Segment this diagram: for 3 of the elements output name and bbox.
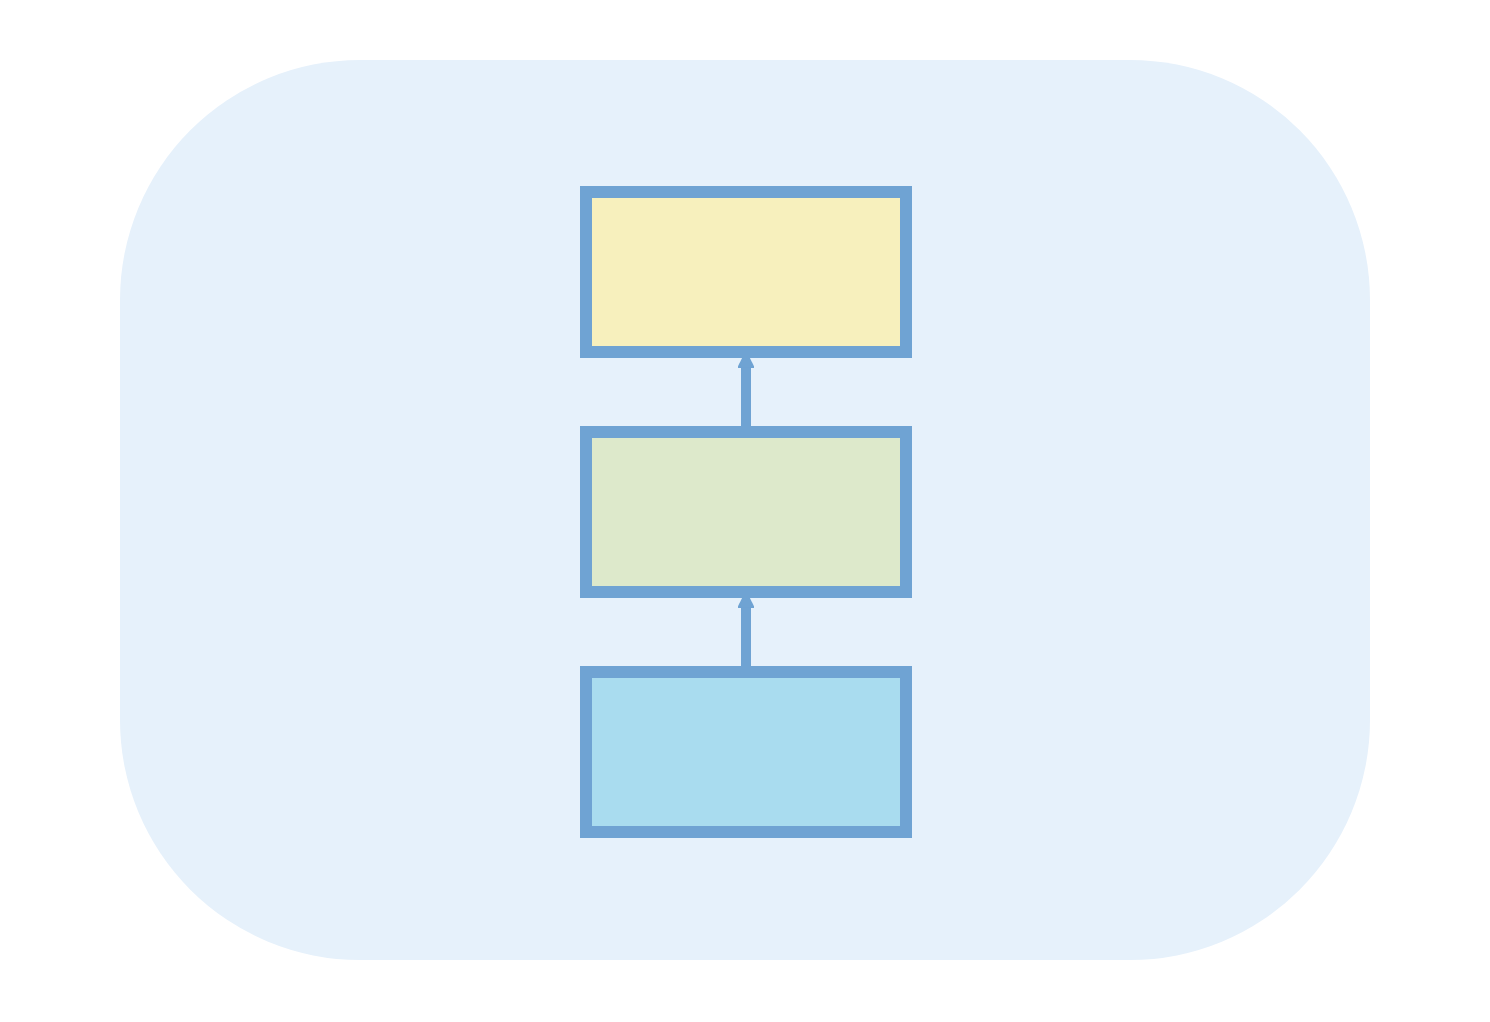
node-box: [579, 425, 911, 597]
node-box: [579, 665, 911, 837]
node-box: [579, 185, 911, 357]
